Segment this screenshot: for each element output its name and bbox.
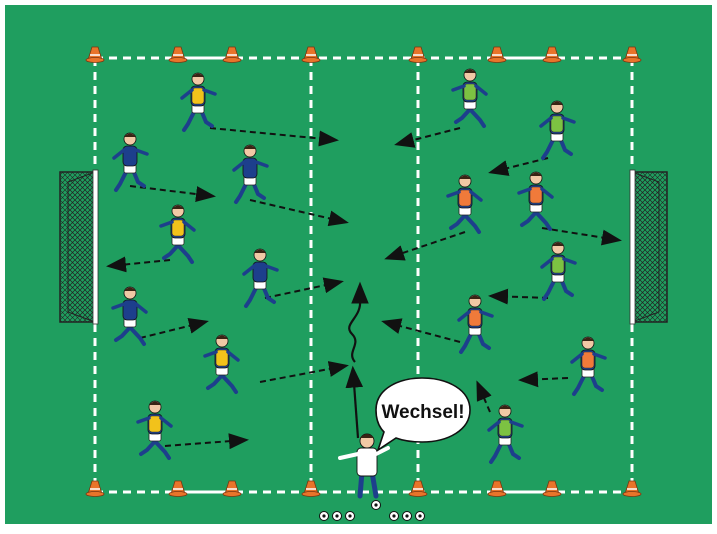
soccer-ball-icon [403, 512, 412, 521]
goal-icon [630, 170, 667, 324]
soccer-ball-icon [333, 512, 342, 521]
soccer-ball-icon [390, 512, 399, 521]
soccer-ball-icon [416, 512, 425, 521]
callout-text: Wechsel! [381, 402, 464, 423]
soccer-ball-icon [346, 512, 355, 521]
goal-icon [60, 170, 98, 324]
pitch [5, 5, 712, 524]
soccer-ball-icon [320, 512, 329, 521]
soccer-ball-icon [372, 501, 381, 510]
